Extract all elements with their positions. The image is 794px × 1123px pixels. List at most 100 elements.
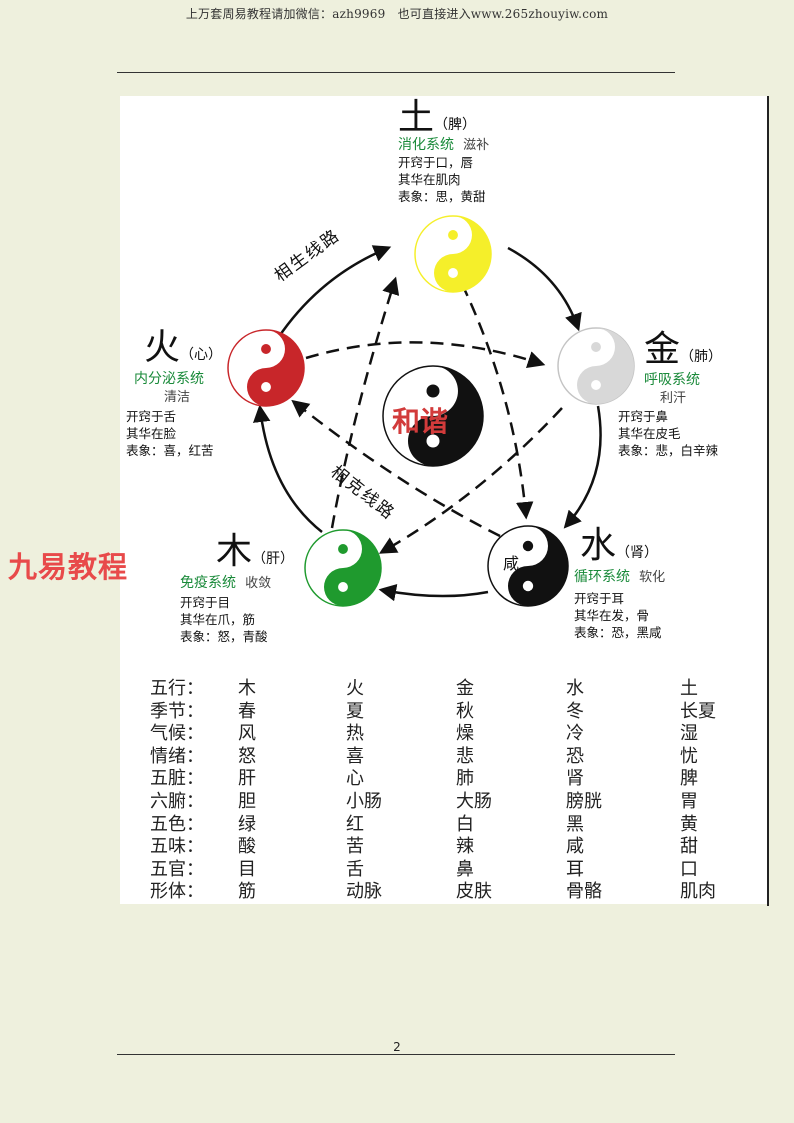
table-cell: 水 [566,678,584,699]
water-attr-orifice: 开窍于耳 [574,591,625,606]
header-text: 上万套周易教程请加微信：azh9969 也可直接进入www.265zhouyiw… [185,7,609,21]
fire-name: 火 [144,327,181,368]
water-attrs: 开窍于耳 其华在发，骨 表象：恐，黑咸 [574,590,662,641]
table-cell: 鼻 [456,858,474,880]
earth-organ: （脾） [434,117,477,133]
generating-arrow-earth-metal [507,246,582,332]
water-title: 水（肾） [580,528,658,564]
table-cell: 舌 [346,858,364,880]
earth-yin-yang-icon [414,215,492,293]
table-cell: 筋 [238,881,256,903]
metal-organ: （肺） [680,349,723,365]
earth-name: 土 [398,97,435,138]
table-row-label: 形体： [150,881,204,903]
table-cell: 忧 [680,745,698,767]
fire-organ: （心） [180,347,223,363]
table-cell: 白 [456,813,474,835]
fire-yin-yang-icon [227,329,305,407]
table-cell: 皮肤 [456,881,492,903]
table-row-label: 五官： [150,858,204,880]
water-name: 水 [580,525,617,566]
table-cell: 肾 [566,768,584,790]
table-cell: 怒 [238,745,256,767]
table-cell: 风 [238,723,256,745]
metal-title: 金（肺） [644,332,722,368]
water-attr-sign: 表象：恐，黑咸 [574,625,662,640]
controlling-arrow-metal-wood [378,407,563,554]
metal-yin-yang-icon [557,327,635,405]
table-cell: 金 [456,678,474,699]
wood-attr-flourish: 其华在爪，筋 [180,612,256,627]
earth-attr-orifice: 开窍于口，唇 [398,155,474,170]
generating-arrow-wood-fire [252,404,323,533]
table-row-label: 五味： [150,836,204,858]
figure-right-border [767,96,769,906]
water-system: 循环系统 [574,569,630,585]
table-cell: 苦 [346,836,364,858]
table-row-label: 季节： [150,700,204,722]
table-cell: 辣 [456,836,474,858]
wood-system-line: 免疫系统 收敛 [180,572,271,592]
table-cell: 湿 [680,723,698,745]
table-cell: 胆 [238,791,256,812]
table-cell: 长夏 [680,700,716,722]
water-organ: （肾） [616,545,659,561]
earth-attrs: 开窍于口，唇 其华在肌肉 表象：思，黄甜 [398,154,486,205]
metal-attr-orifice: 开窍于鼻 [618,409,669,424]
table-cell: 肌肉 [680,881,716,903]
table-cell: 小肠 [346,791,382,812]
fire-note: 清洁 [164,390,191,405]
table-cell: 酸 [238,836,256,858]
fire-system: 内分泌系统 [134,371,204,387]
center-yin-yang-icon [382,365,484,467]
earth-system: 消化系统 [398,137,454,153]
watermark-logo: 九易教程 [8,550,129,584]
table-cell: 黄 [680,813,698,835]
generating-arrow-water-wood [378,584,489,602]
wood-taste-label: 酸 [313,554,330,573]
footer-rule [117,1054,675,1055]
fire-taste-label: 苦 [234,356,251,375]
table-cell: 骨骼 [566,881,602,903]
table-cell: 热 [346,723,364,745]
earth-system-line: 消化系统 滋补 [398,134,489,154]
table-cell: 胃 [680,791,698,812]
wood-name: 木 [216,531,253,572]
water-taste-label: 咸 [503,554,520,573]
fire-attrs: 开窍于舌 其华在脸 表象：喜，红苦 [126,408,214,459]
metal-attrs: 开窍于鼻 其华在皮毛 表象：悲，白辛辣 [618,408,718,459]
table-cell: 咸 [566,836,584,858]
water-note: 软化 [639,570,666,585]
fire-attr-flourish: 其华在脸 [126,426,177,441]
table-cell: 土 [680,678,698,699]
table-cell: 肺 [456,768,474,790]
table-row-label: 五行： [150,678,204,699]
controlling-arrow-wood-earth [330,276,400,529]
table-cell: 冷 [566,723,584,745]
table-cell: 口 [680,858,698,880]
water-attr-flourish: 其华在发，骨 [574,608,650,623]
table-cell: 火 [346,678,364,699]
center-label: 和谐 [392,405,449,438]
metal-note: 利汗 [660,391,687,406]
table-row-label: 六腑： [150,791,204,812]
wood-yin-yang-icon [304,529,382,607]
metal-system: 呼吸系统 [644,372,700,388]
header-rule [117,72,675,73]
generating-arrow-metal-water [563,405,602,529]
table-cell: 冬 [566,700,584,722]
metal-attr-flourish: 其华在皮毛 [618,426,681,441]
metal-name: 金 [644,329,681,370]
table-row-label: 五脏： [150,768,204,790]
water-yin-yang-icon [487,525,569,607]
earth-attr-flourish: 其华在肌肉 [398,172,461,187]
water-system-line: 循环系统 软化 [574,566,665,586]
table-row-label: 气候： [150,723,204,745]
fire-attr-orifice: 开窍于舌 [126,409,177,424]
controlling-arrow-earth-water [460,283,534,520]
table-cell: 喜 [346,745,364,767]
wood-note: 收敛 [245,576,272,591]
generating-arrow-fire-earth [276,245,392,339]
table-cell: 脾 [680,768,698,790]
wood-attr-sign: 表象：怒，青酸 [180,629,268,644]
